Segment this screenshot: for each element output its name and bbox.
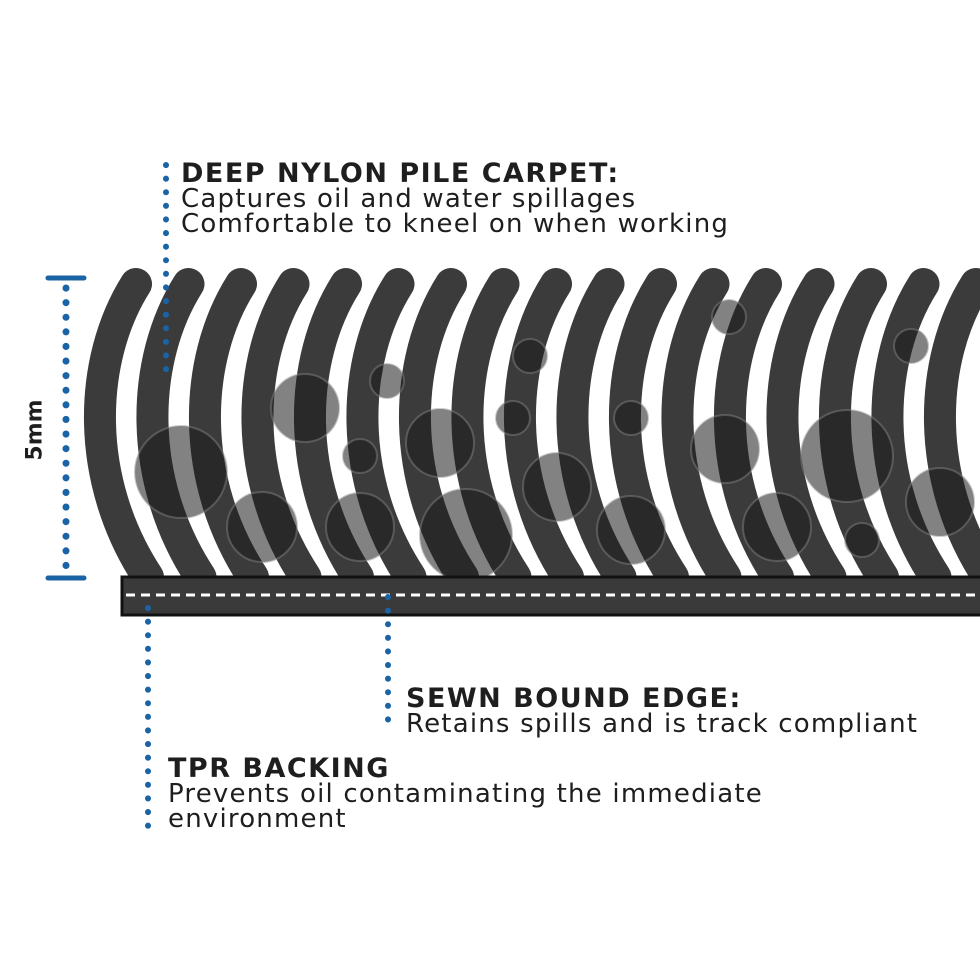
spill-droplet [325, 492, 395, 562]
spill-droplet [134, 425, 228, 519]
pile-fibre [923, 268, 980, 591]
spill-droplet [613, 400, 649, 436]
pile-fibre [871, 268, 952, 593]
sewn-edge-line-1: Retains spills and is track compliant [406, 709, 919, 739]
spill-droplet [342, 438, 378, 474]
dimension-indicator [45, 275, 87, 581]
spill-droplet [419, 488, 513, 582]
sewn-edge-heading: SEWN BOUND EDGE: [406, 683, 742, 714]
spill-droplets [134, 299, 975, 582]
tpr-backing-line-2: environment [168, 804, 347, 834]
spill-droplet [596, 495, 666, 565]
dimension-label: 5mm [22, 399, 48, 461]
tpr-backing [120, 575, 980, 617]
spill-droplet [495, 400, 531, 436]
pile-fibre [661, 268, 742, 593]
nylon-pile-heading: DEEP NYLON PILE CARPET: [181, 158, 620, 189]
spill-droplet [369, 363, 405, 399]
spill-droplet [893, 328, 929, 364]
spill-droplet [512, 338, 548, 374]
spill-droplet [270, 373, 340, 443]
spill-droplet [711, 299, 747, 335]
pile-fibre [136, 268, 217, 593]
spill-droplet [690, 414, 760, 484]
nylon-pile-line-1: Captures oil and water spillages [181, 184, 637, 214]
tpr-backing-line-1: Prevents oil contaminating the immediate [168, 779, 763, 809]
spill-droplet [742, 492, 812, 562]
spill-droplet [800, 409, 894, 503]
nylon-pile-callout: DEEP NYLON PILE CARPET: Captures oil and… [181, 160, 729, 237]
spill-droplet [405, 408, 475, 478]
tpr-backing-callout: TPR BACKING Prevents oil contaminating t… [168, 755, 763, 832]
spill-droplet [522, 452, 592, 522]
tpr-backing-heading: TPR BACKING [168, 753, 390, 784]
nylon-pile-line-2: Comfortable to kneel on when working [181, 209, 730, 239]
sewn-edge-callout: SEWN BOUND EDGE: Retains spills and is t… [406, 685, 918, 737]
pile-fibre [83, 268, 164, 593]
leader-lines [145, 162, 391, 829]
spill-droplet [844, 522, 880, 558]
spill-droplet [226, 491, 298, 563]
spill-droplet [905, 467, 975, 537]
